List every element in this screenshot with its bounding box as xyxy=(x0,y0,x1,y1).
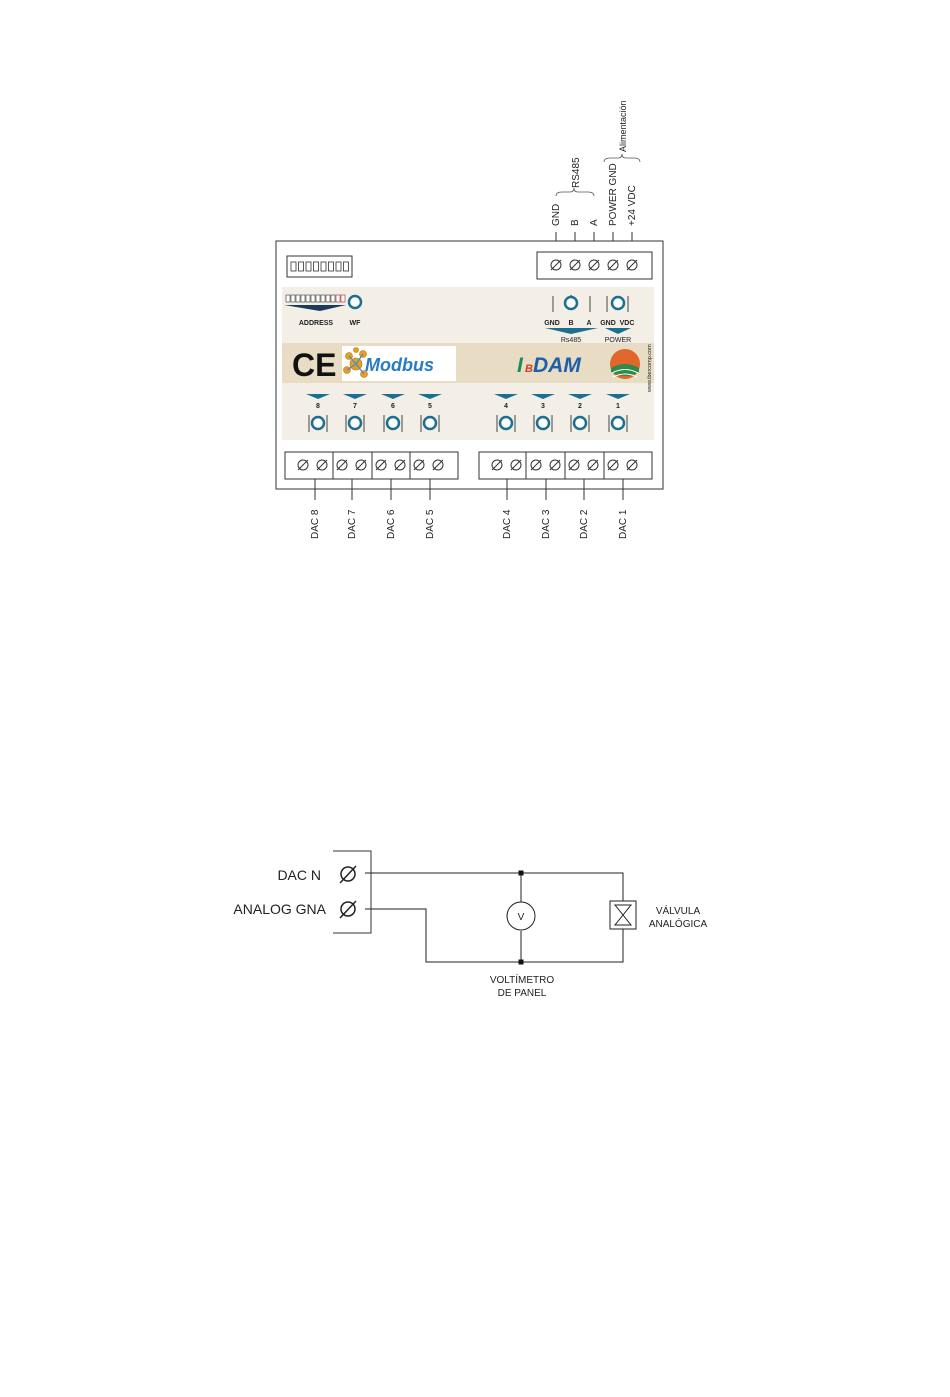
dac-label-2: DAC 2 xyxy=(579,509,590,539)
terminal-symbols xyxy=(340,866,356,918)
bottom-terminal-right xyxy=(479,452,652,479)
channel-number-6: 6 xyxy=(391,403,395,410)
channel-number-3: 3 xyxy=(541,403,545,410)
dac-label-8: DAC 8 xyxy=(310,509,321,539)
bottom-terminal-left xyxy=(285,452,458,479)
top-terminal-block xyxy=(537,252,652,279)
dac-label-1: DAC 1 xyxy=(618,509,629,539)
power-group-label: Alimentación xyxy=(618,100,628,152)
modbus-logo-text: Modbus xyxy=(365,355,434,375)
dac-label-4: DAC 4 xyxy=(502,509,513,539)
sun-logo xyxy=(610,349,640,379)
terminal-label-dac-n: DAC N xyxy=(277,867,321,883)
wires xyxy=(365,873,623,962)
logo-band xyxy=(282,343,654,383)
voltmeter-symbol: V xyxy=(507,902,535,930)
brand-sub: B xyxy=(525,363,533,375)
voltmeter-label-line2: DE PANEL xyxy=(498,988,547,999)
connector-label-power-gnd: POWER GND xyxy=(608,163,619,226)
valve-symbol xyxy=(610,901,636,929)
rs485-pin-b: B xyxy=(568,320,573,327)
channel-number-7: 7 xyxy=(353,403,357,410)
dac-label-6: DAC 6 xyxy=(386,509,397,539)
wf-label: WF xyxy=(350,320,362,327)
wiring-diagram: DAC N ANALOG GNA V VOLTÍMETRO DE PANEL V… xyxy=(233,851,707,999)
connector-label-a: A xyxy=(589,219,600,226)
connector-label-gnd: GND xyxy=(551,204,562,226)
channel-number-4: 4 xyxy=(504,403,508,410)
connector-label-b: B xyxy=(570,219,581,226)
rs485-pin-gnd: GND xyxy=(544,320,560,327)
valve-label-line1: VÁLVULA xyxy=(656,904,701,917)
voltmeter-v-letter: V xyxy=(518,912,525,923)
power-pin-vdc: VDC xyxy=(620,320,635,327)
ce-mark: CE xyxy=(292,347,336,383)
modbus-logo: Modbus xyxy=(342,346,456,381)
channel-number-5: 5 xyxy=(428,403,432,410)
brand-name: DAM xyxy=(533,354,581,377)
top-connector-labels: GND B A POWER GND +24 VDC RS485 Alimenta… xyxy=(551,100,640,252)
website-text: www.ibercomp.com xyxy=(647,344,653,393)
dac-label-5: DAC 5 xyxy=(425,509,436,539)
channel-number-8: 8 xyxy=(316,403,320,410)
power-caption: POWER xyxy=(605,337,631,344)
power-pin-gnd: GND xyxy=(600,320,616,327)
voltmeter-label-line1: VOLTÍMETRO xyxy=(490,973,554,986)
dac-label-3: DAC 3 xyxy=(541,509,552,539)
valve-label-line2: ANALÓGICA xyxy=(649,917,708,930)
address-label: ADDRESS xyxy=(299,320,334,327)
connector-label-24vdc: +24 VDC xyxy=(627,185,638,226)
channel-number-1: 1 xyxy=(616,403,620,410)
rs485-pin-a: A xyxy=(586,320,591,327)
module-diagram: GND B A POWER GND +24 VDC RS485 Alimenta… xyxy=(276,100,663,539)
channel-number-2: 2 xyxy=(578,403,582,410)
rs485-caption: Rs485 xyxy=(561,337,581,344)
power-brace xyxy=(604,154,640,162)
terminal-label-analog-gna: ANALOG GNA xyxy=(233,901,326,917)
dip-switch xyxy=(287,256,352,277)
rs485-group-label: RS485 xyxy=(571,157,582,188)
rs485-brace xyxy=(556,188,594,196)
terminal-bracket xyxy=(333,851,371,933)
dac-label-7: DAC 7 xyxy=(347,509,358,539)
